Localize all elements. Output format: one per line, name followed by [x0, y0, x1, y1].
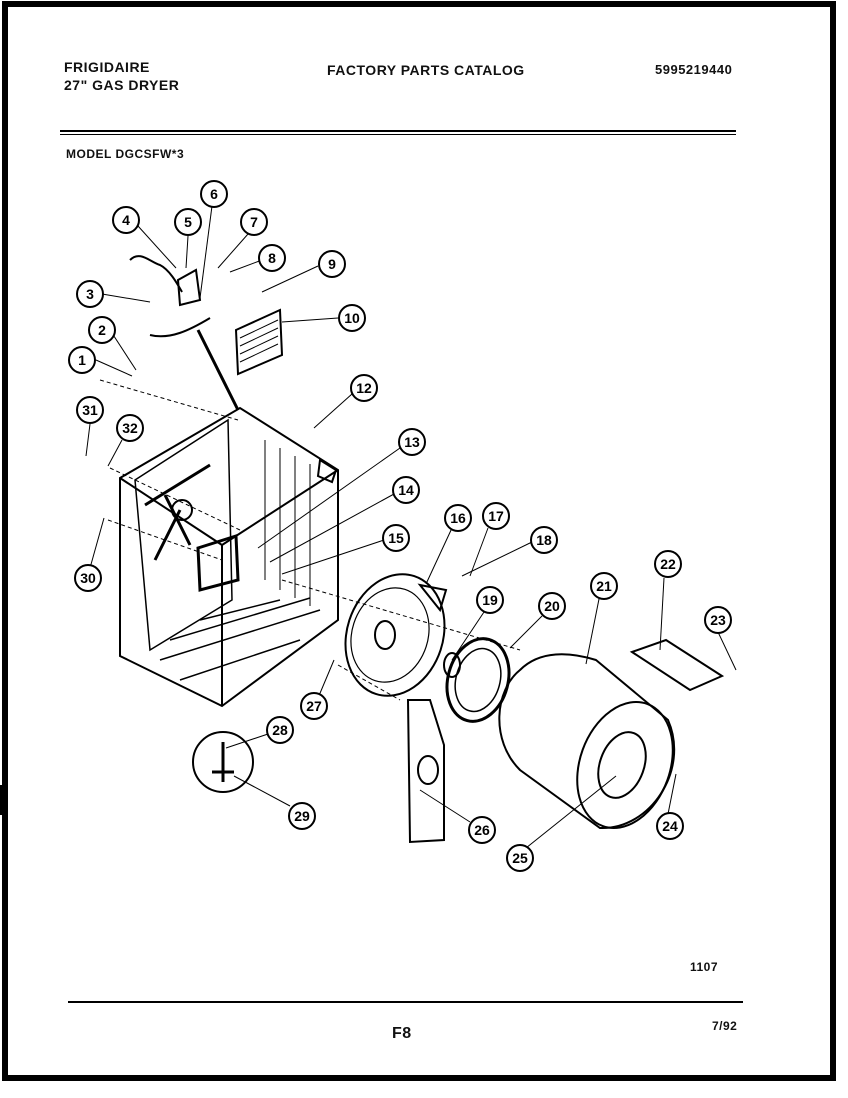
callout-number-27: 27 [306, 698, 322, 714]
callout-circle-8 [258, 244, 286, 272]
callout-circle-18 [530, 526, 558, 554]
callout-circle-6 [200, 180, 228, 208]
callout-circle-27 [300, 692, 328, 720]
callout-circle-12 [350, 374, 378, 402]
catalog-title: FACTORY PARTS CATALOG [327, 62, 525, 78]
callout-number-6: 6 [210, 186, 218, 202]
callout-circle-9 [318, 250, 346, 278]
callout-number-28: 28 [272, 722, 288, 738]
header-rule [60, 130, 736, 135]
callout-number-30: 30 [80, 570, 96, 586]
callout-number-10: 10 [344, 310, 360, 326]
callout-number-23: 23 [710, 612, 726, 628]
revision-date: 7/92 [712, 1019, 738, 1033]
callout-circle-30 [74, 564, 102, 592]
product-name: 27" GAS DRYER [64, 77, 180, 93]
callout-circle-7 [240, 208, 268, 236]
callout-leaders [85, 205, 737, 849]
callout-circle-17 [482, 502, 510, 530]
scan-edge-mark [0, 785, 8, 815]
callout-number-20: 20 [544, 598, 560, 614]
diagram-code: 1107 [690, 960, 719, 974]
callout-circle-19 [476, 586, 504, 614]
callout-circle-2 [88, 316, 116, 344]
callout-number-16: 16 [450, 510, 466, 526]
callout-number-17: 17 [488, 508, 504, 524]
callout-number-22: 22 [660, 556, 676, 572]
callout-circle-24 [656, 812, 684, 840]
callout-number-26: 26 [474, 822, 490, 838]
callout-number-3: 3 [86, 286, 94, 302]
cabinet-drawing [119, 255, 725, 844]
callout-circle-32 [116, 414, 144, 442]
callout-number-19: 19 [482, 592, 498, 608]
callout-number-1: 1 [78, 352, 86, 368]
page-number: F8 [392, 1025, 412, 1042]
callout-circle-5 [174, 208, 202, 236]
brand-name: FRIGIDAIRE [64, 59, 150, 75]
model-label: MODEL DGCSFW*3 [66, 147, 185, 161]
callout-circle-23 [704, 606, 732, 634]
callout-circle-26 [468, 816, 496, 844]
callout-circle-25 [506, 844, 534, 872]
callout-circle-31 [76, 396, 104, 424]
callout-circle-22 [654, 550, 682, 578]
callout-circle-21 [590, 572, 618, 600]
callout-number-18: 18 [536, 532, 552, 548]
callout-number-5: 5 [184, 214, 192, 230]
callout-circle-29 [288, 802, 316, 830]
callout-circle-4 [112, 206, 140, 234]
callout-circle-20 [538, 592, 566, 620]
callout-number-9: 9 [328, 256, 336, 272]
callout-number-7: 7 [250, 214, 258, 230]
cabinet-outline [119, 406, 339, 708]
callout-number-21: 21 [596, 578, 612, 594]
callout-number-13: 13 [404, 434, 420, 450]
catalog-part-number: 5995219440 [655, 62, 733, 77]
callout-circle-16 [444, 504, 472, 532]
callout-number-25: 25 [512, 850, 528, 866]
callout-circle-10 [338, 304, 366, 332]
callout-number-24: 24 [662, 818, 678, 834]
callout-number-8: 8 [268, 250, 276, 266]
callout-number-29: 29 [294, 808, 310, 824]
callout-number-14: 14 [398, 482, 414, 498]
callout-circle-3 [76, 280, 104, 308]
callout-number-15: 15 [388, 530, 404, 546]
footer-rule [68, 1001, 743, 1003]
callout-circle-13 [398, 428, 426, 456]
callout-circle-14 [392, 476, 420, 504]
callout-circle-1 [68, 346, 96, 374]
callout-circle-28 [266, 716, 294, 744]
callout-number-32: 32 [122, 420, 138, 436]
callout-number-4: 4 [122, 212, 130, 228]
callout-number-31: 31 [82, 402, 98, 418]
callout-number-12: 12 [356, 380, 372, 396]
callout-number-2: 2 [98, 322, 106, 338]
leader-lines [99, 379, 521, 701]
callout-circle-15 [382, 524, 410, 552]
